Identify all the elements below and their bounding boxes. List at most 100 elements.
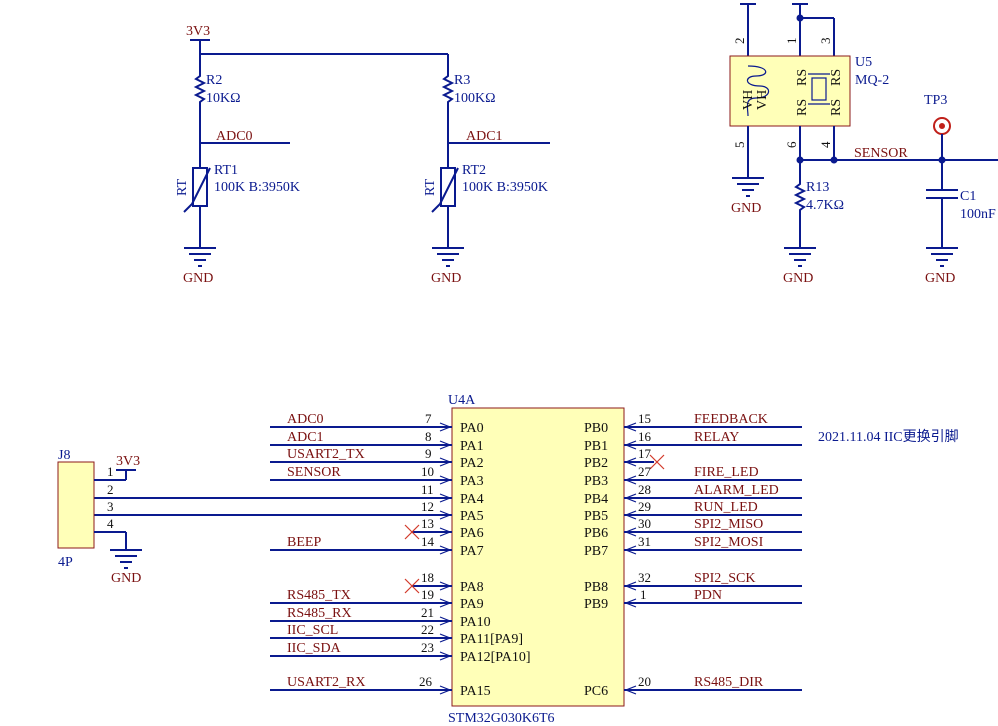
power-label-3v3: 3V3 — [186, 24, 210, 39]
svg-text:PA7: PA7 — [460, 544, 484, 559]
r2-value: 10KΩ — [206, 91, 241, 106]
rt2-symbol: RT — [423, 179, 438, 196]
svg-text:PB1: PB1 — [584, 439, 608, 454]
revision-note: 2021.11.04 IIC更换引脚 — [818, 428, 959, 445]
svg-text:PA9: PA9 — [460, 597, 484, 612]
svg-text:14: 14 — [421, 534, 435, 549]
u5-vh-left: VH — [741, 90, 756, 110]
pin-pb3: 27 PB3 FIRE_LED — [584, 464, 802, 489]
testpoint-tp3: TP3 — [924, 93, 951, 190]
net-feedback: FEEDBACK — [694, 412, 768, 427]
svg-text:PA5: PA5 — [460, 509, 484, 524]
pin-pa8: 18 PA8 — [404, 570, 484, 595]
pin-pa4: 11 PA4 — [94, 482, 484, 507]
u5-part: MQ-2 — [855, 73, 889, 88]
svg-text:27: 27 — [638, 464, 652, 479]
svg-text:18: 18 — [421, 570, 434, 585]
j8-type: 4P — [58, 555, 73, 570]
resistor-r3: R3 100KΩ — [441, 72, 496, 108]
net-pdn: PDN — [694, 588, 722, 603]
u5-pin-4: 4 — [818, 141, 833, 148]
gnd-label: GND — [111, 571, 141, 586]
gnd-label: GND — [783, 271, 813, 286]
mcu-right-pins: 15 PB0 FEEDBACK 16 PB1 RELAY 17 PB2 27 P… — [584, 411, 802, 699]
pin-pa3: 10 PA3 SENSOR — [270, 464, 484, 489]
gnd-symbol-rt2: GND — [431, 247, 464, 286]
svg-text:PA6: PA6 — [460, 526, 484, 541]
pin-pb0: 15 PB0 FEEDBACK — [584, 411, 802, 436]
mcu-left-pins: 7 PA0 ADC0 8 PA1 ADC1 9 PA2 USART2_TX 10… — [94, 411, 531, 699]
net-rs485-dir: RS485_DIR — [694, 675, 764, 690]
svg-text:30: 30 — [638, 516, 651, 531]
svg-text:10: 10 — [421, 464, 434, 479]
svg-text:PA0: PA0 — [460, 421, 484, 436]
pin-pa2: 9 PA2 USART2_TX — [270, 446, 484, 471]
svg-text:PB8: PB8 — [584, 580, 608, 595]
u5-vh-right: VH — [755, 90, 770, 110]
gnd-symbol-rt1: GND — [183, 247, 216, 286]
svg-text:20: 20 — [638, 674, 651, 689]
net-usart2-rx: USART2_RX — [287, 675, 366, 690]
connector-j8: J8 4P 3V3 1 2 3 4 — [57, 448, 140, 570]
svg-text:16: 16 — [638, 429, 652, 444]
svg-text:PB0: PB0 — [584, 421, 608, 436]
rt1-value: 100K B:3950K — [214, 180, 300, 195]
svg-text:28: 28 — [638, 482, 651, 497]
u5-pin-2: 2 — [732, 38, 747, 45]
svg-text:12: 12 — [421, 499, 434, 514]
rt2-value: 100K B:3950K — [462, 180, 548, 195]
gnd-symbol-u5-heater: GND — [731, 177, 764, 216]
pin-pa1: 8 PA1 ADC1 — [270, 429, 484, 454]
svg-text:PA4: PA4 — [460, 492, 484, 507]
svg-text:PA1: PA1 — [460, 439, 484, 454]
net-alarm-led: ALARM_LED — [694, 483, 779, 498]
net-run-led: RUN_LED — [694, 500, 758, 515]
rt2-ref: RT2 — [462, 163, 486, 178]
gnd-label: GND — [431, 271, 461, 286]
tp3-ref: TP3 — [924, 93, 947, 108]
svg-text:23: 23 — [421, 640, 434, 655]
u5-rs-4: RS — [829, 99, 844, 116]
thermistor-rt2: RT RT2 100K B:3950K — [423, 163, 548, 213]
net-beep: BEEP — [287, 535, 321, 550]
net-relay: RELAY — [694, 430, 739, 445]
svg-text:PB3: PB3 — [584, 474, 608, 489]
r2-ref: R2 — [206, 73, 222, 88]
pin-pa11: 22 PA11[PA9] IIC_SCL — [270, 622, 523, 647]
u5-pin-3: 3 — [818, 38, 833, 45]
net-iic-sda: IIC_SDA — [287, 641, 342, 656]
net-fire-led: FIRE_LED — [694, 465, 759, 480]
svg-text:31: 31 — [638, 534, 651, 549]
svg-text:11: 11 — [421, 482, 434, 497]
r13-ref: R13 — [806, 180, 829, 195]
net-sensor-top: SENSOR — [854, 146, 908, 161]
svg-text:4: 4 — [107, 516, 114, 531]
pin-pb8: 32 PB8 SPI2_SCK — [584, 570, 802, 595]
pin-pa6: 13 PA6 — [404, 516, 484, 541]
pin-pa5: 12 PA5 — [94, 499, 484, 524]
capacitor-c1: C1 100nF — [926, 189, 996, 248]
r13-value: 4.7KΩ — [806, 198, 844, 213]
u5-pin-5: 5 — [732, 142, 747, 149]
net-adc1: ADC1 — [287, 430, 324, 445]
mcu-u4a: U4A STM32G030K6T6 — [448, 393, 625, 726]
pin-pb9: 1 PB9 PDN — [584, 587, 802, 612]
gnd-label: GND — [731, 201, 761, 216]
net-adc0: ADC0 — [216, 129, 253, 144]
pin-pa12: 23 PA12[PA10] IIC_SDA — [270, 640, 531, 665]
svg-text:32: 32 — [638, 570, 651, 585]
svg-text:1: 1 — [107, 464, 114, 479]
net-usart2-tx: USART2_TX — [287, 447, 365, 462]
c1-value: 100nF — [960, 207, 996, 222]
net-adc1: ADC1 — [466, 129, 503, 144]
svg-text:29: 29 — [638, 499, 651, 514]
svg-text:19: 19 — [421, 587, 434, 602]
svg-text:PB2: PB2 — [584, 456, 608, 471]
net-sensor: SENSOR — [287, 465, 341, 480]
power-label-3v3: 3V3 — [116, 454, 140, 469]
c1-ref: C1 — [960, 189, 976, 204]
r3-value: 100KΩ — [454, 91, 496, 106]
gnd-symbol-j8: GND — [110, 549, 142, 586]
svg-text:PA12[PA10]: PA12[PA10] — [460, 650, 531, 665]
